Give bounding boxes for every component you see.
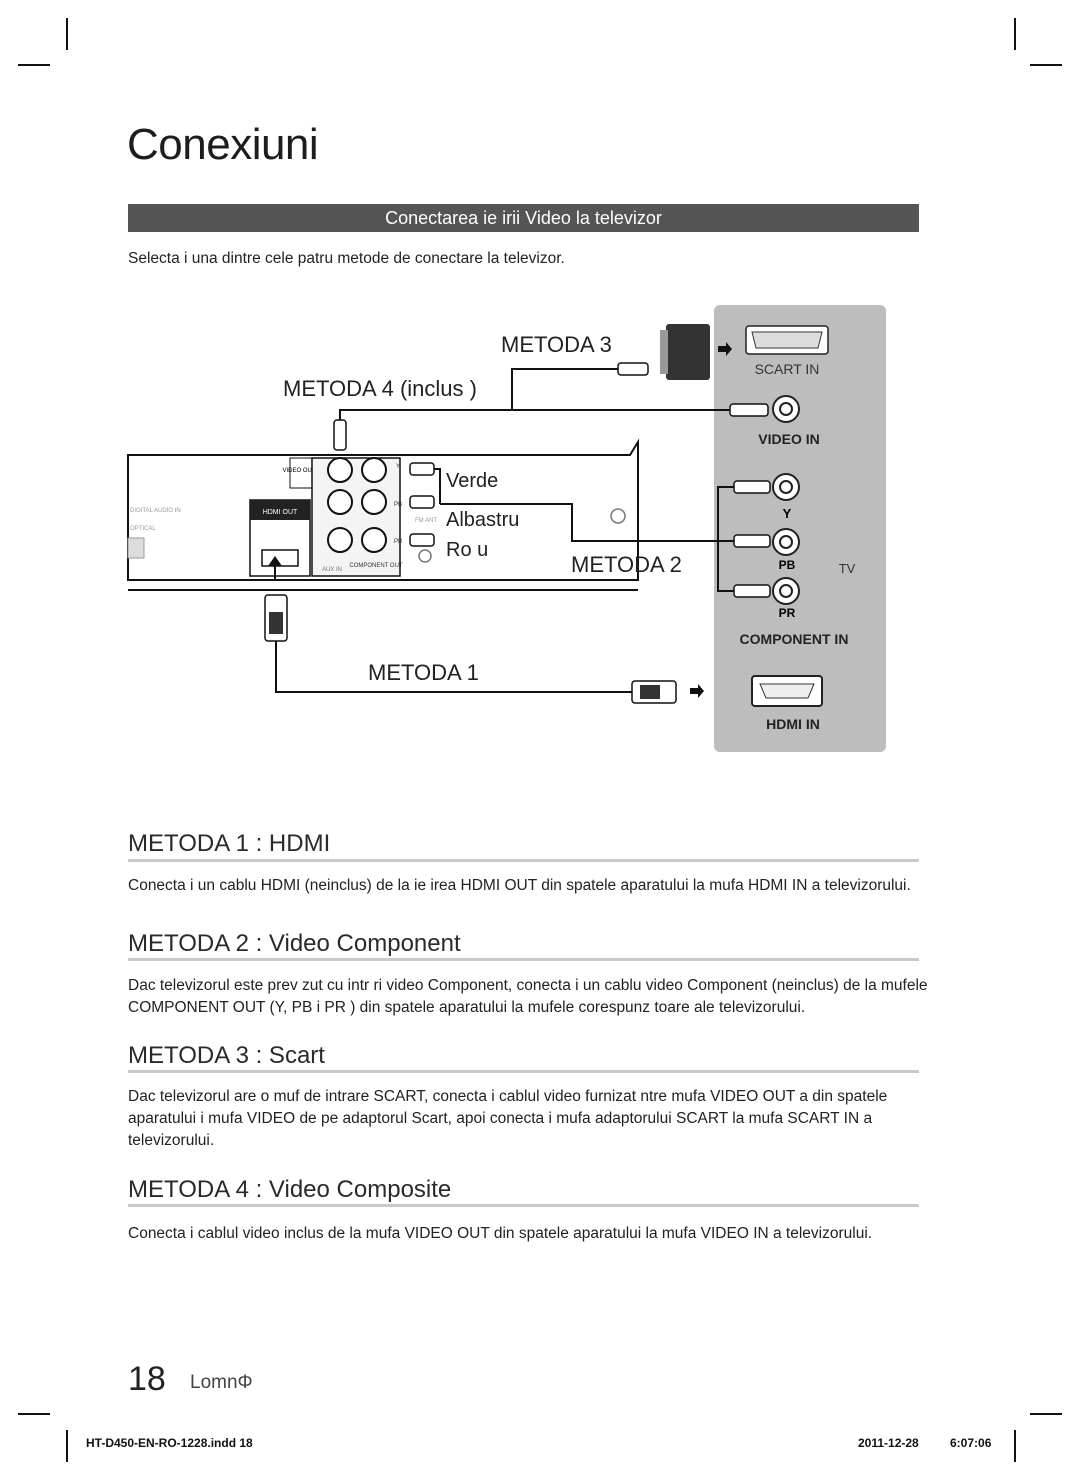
metoda1-label: METODA 1 [368,660,479,685]
section-header: Conectarea ie irii Video la televizor [128,204,919,232]
y-label: Y [783,506,792,521]
metoda3-label: METODA 3 [501,332,612,357]
pb-label: PB [779,558,796,572]
video-in-label: VIDEO IN [758,431,819,447]
method-2-body: Dac televizorul este prev zut cu intr ri… [128,977,928,1016]
method-4-body: Conecta i cablul video inclus de la mufa… [128,1225,873,1242]
component-in-label: COMPONENT IN [740,631,849,647]
imprint-time: 6:07:06 [950,1436,992,1450]
method-1-heading: METODA 1 : HDMI [128,830,331,857]
crop-mark [18,64,50,66]
arrow-icon [690,684,704,698]
color-albastru-label: Albastru [446,509,519,531]
crop-mark [1014,1430,1016,1462]
crop-mark [1014,18,1016,50]
page-number: 18 [128,1360,166,1398]
method-3-body: Dac televizorul are o muf de intrare SCA… [128,1088,888,1149]
color-verde-label: Verde [446,470,498,492]
crop-mark [18,1413,50,1415]
method-1-body: Conecta i un cablu HDMI (neinclus) de la… [128,877,911,894]
unit-pb-label: PB [394,502,402,508]
method-3-heading: METODA 3 : Scart [128,1042,325,1069]
page-label: LomnΦ [190,1372,253,1393]
unit-aux-in-label: AUX IN [322,567,342,573]
intro-text: Selecta i una dintre cele patru metode d… [128,250,565,267]
connection-diagram: SCART IN VIDEO IN Y PB PR TV COMPONENT I… [127,305,886,752]
unit-optical-label: OPTICAL [130,526,156,532]
crop-mark [66,18,68,50]
crop-mark [1030,64,1062,66]
imprint-date: 2011-12-28 [858,1436,919,1450]
metoda2-label: METODA 2 [571,552,682,577]
arrow-icon [718,342,732,356]
method-2-heading: METODA 2 : Video Component [128,930,461,957]
divider [128,1204,919,1207]
divider [128,859,919,862]
crop-mark [66,1430,68,1462]
scart-adapter [666,324,710,380]
unit-fm-ant-label: FM ANT [415,518,437,524]
metoda4-label: METODA 4 (inclus ) [283,376,477,401]
color-rosu-label: Ro u [446,539,488,561]
unit-y-label: Y [396,464,400,470]
page-title: Conexiuni [127,120,319,169]
pr-label: PR [779,606,796,620]
hdmi-in-label: HDMI IN [766,716,820,732]
crop-mark [1030,1413,1062,1415]
unit-pr-label: PR [394,539,403,545]
scart-in-label: SCART IN [755,361,820,377]
divider [128,1070,919,1073]
unit-component-out-label: COMPONENT OUT [349,563,403,569]
tv-label: TV [839,561,856,576]
unit-video-out-label: VIDEO OUT [282,468,315,474]
imprint-file: HT-D450-EN-RO-1228.indd 18 [86,1436,253,1450]
unit-hdmi-out-label: HDMI OUT [263,509,298,516]
divider [128,958,919,961]
unit-digital-in-label: DIGITAL AUDIO IN [130,508,181,514]
method-4-heading: METODA 4 : Video Composite [128,1176,452,1203]
